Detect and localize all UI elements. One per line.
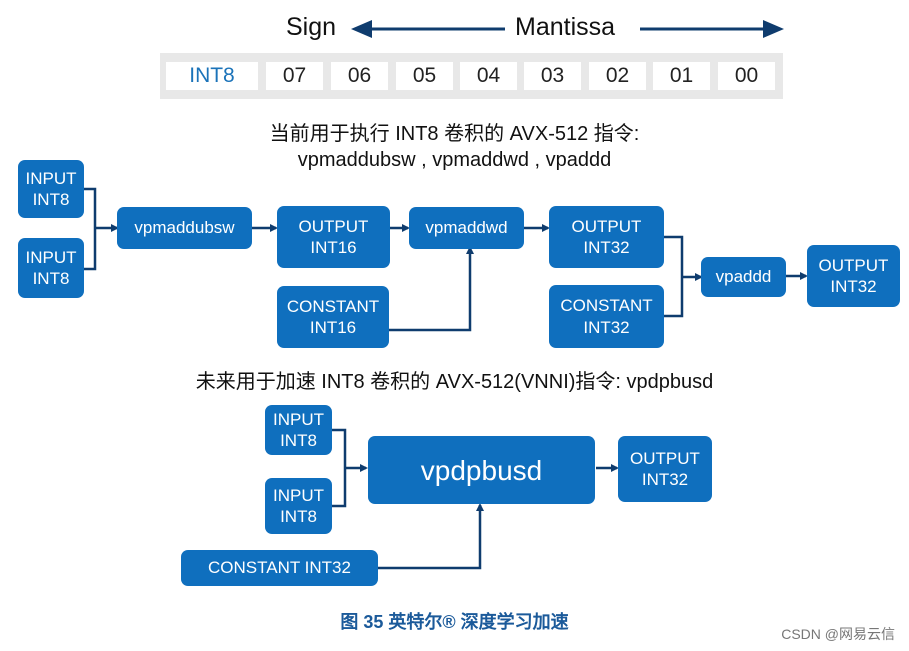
mantissa-label: Mantissa	[515, 13, 616, 41]
connector-future-inputs	[332, 428, 347, 508]
constant-int32-box: CONSTANT INT32	[549, 285, 664, 348]
vpmaddwd-box: vpmaddwd	[409, 207, 524, 249]
connector-out32-const32	[664, 235, 684, 318]
watermark: CSDN @网易云信	[781, 626, 895, 642]
connector-input1	[84, 187, 97, 271]
box-line: INT8	[32, 190, 70, 209]
box-line: INT16	[309, 318, 357, 337]
mantissa-arrowhead	[763, 20, 784, 38]
final-output-box: OUTPUT INT32	[807, 245, 900, 307]
box-line: OUTPUT	[298, 216, 369, 236]
sign-arrowhead	[351, 20, 372, 38]
current-title: 当前用于执行 INT8 卷积的 AVX-512 指令:	[269, 123, 640, 145]
box-line: vpmaddwd	[425, 218, 508, 238]
current-input2-box: INPUT INT8	[18, 238, 84, 298]
box-line: CONSTANT	[286, 296, 380, 316]
box-line: OUTPUT	[818, 255, 889, 275]
box-line: INPUT	[273, 409, 324, 429]
box-line: INT8	[32, 269, 70, 288]
box-line: INT32	[583, 238, 630, 257]
box-line: OUTPUT	[571, 216, 642, 236]
box-line: CONSTANT	[560, 296, 653, 316]
box-line: INPUT	[273, 485, 324, 505]
box-line: INT8	[280, 507, 317, 526]
vpaddd-box: vpaddd	[701, 257, 786, 297]
figure-caption: 图 35 英特尔® 深度学习加速	[340, 612, 569, 632]
bit-cell-03: 03	[524, 62, 581, 90]
box-line: vpaddd	[715, 267, 772, 287]
sign-label: Sign	[286, 13, 337, 41]
output-int16-box: OUTPUT INT16	[277, 206, 390, 268]
vpdpbusd-box: vpdpbusd	[368, 436, 595, 504]
bit-cell-05: 05	[396, 62, 453, 90]
box-line: INT16	[310, 238, 357, 257]
bit-cell-02: 02	[589, 62, 646, 90]
connector-future-constant	[378, 503, 484, 570]
future-constant-box: CONSTANT INT32	[181, 550, 378, 586]
box-line: INT32	[583, 317, 630, 337]
box-line: OUTPUT	[630, 448, 700, 468]
box-line: INT32	[830, 277, 877, 296]
bit-cell-01: 01	[653, 62, 710, 90]
future-title: 未来用于加速 INT8 卷积的 AVX-512(VNNI)指令: vpdpbus…	[195, 371, 714, 393]
bit-cell-int8: INT8	[166, 62, 258, 90]
current-input1-box: INPUT INT8	[18, 160, 84, 218]
box-line: CONSTANT INT32	[208, 558, 351, 578]
box-line: INPUT	[25, 247, 77, 267]
bit-cell-06: 06	[331, 62, 388, 90]
box-line: vpmaddubsw	[134, 218, 235, 238]
bit-cell-04: 04	[460, 62, 517, 90]
box-line: INT8	[280, 431, 317, 450]
vpmaddubsw-box: vpmaddubsw	[117, 207, 252, 249]
box-line: vpdpbusd	[420, 454, 543, 486]
future-input2-box: INPUT INT8	[265, 478, 332, 534]
box-line: INT32	[641, 470, 689, 489]
bit-cell-07: 07	[266, 62, 323, 90]
output-int32-box: OUTPUT INT32	[549, 206, 664, 268]
future-output-box: OUTPUT INT32	[618, 436, 712, 502]
constant-int16-box: CONSTANT INT16	[277, 286, 389, 348]
future-input1-box: INPUT INT8	[265, 405, 332, 455]
bit-cell-00: 00	[718, 62, 775, 90]
connector-const16-op2	[389, 246, 474, 332]
box-line: INPUT	[25, 168, 77, 188]
current-subtitle: vpmaddubsw , vpmaddwd , vpaddd	[297, 149, 612, 171]
